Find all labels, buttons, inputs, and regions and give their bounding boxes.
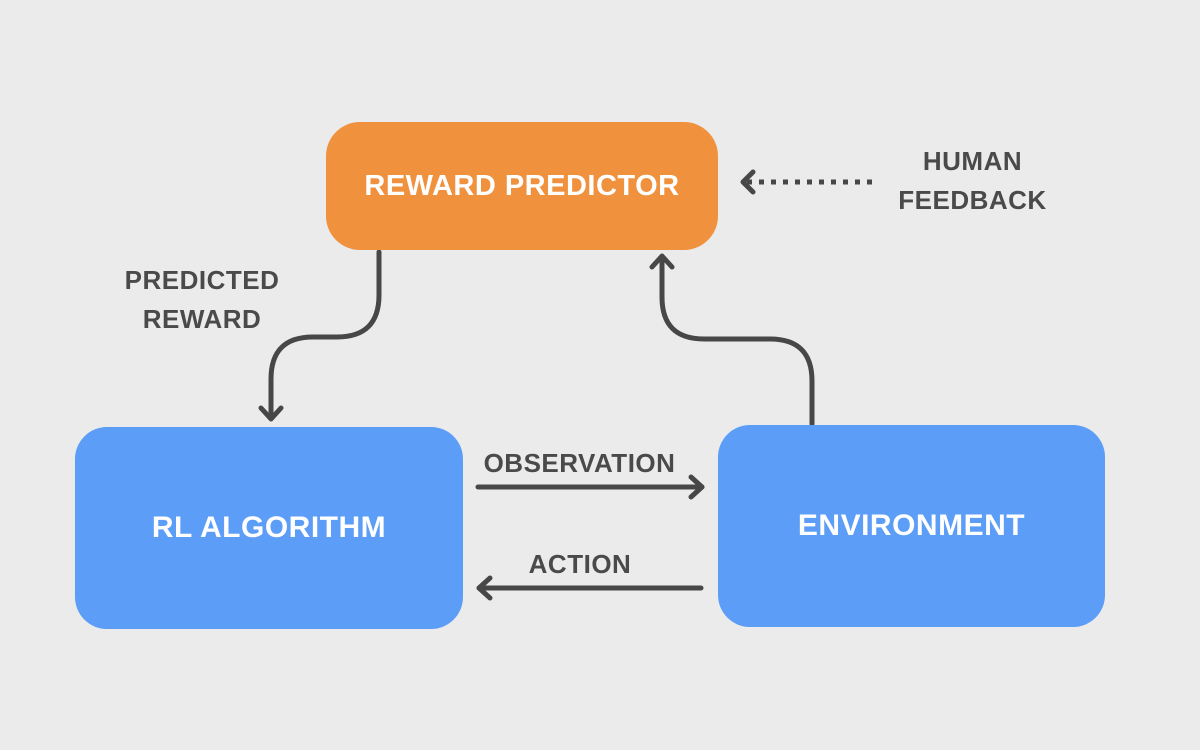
- predicted-reward-label: PREDICTED REWARD: [112, 261, 292, 339]
- action-arrow: [476, 575, 704, 601]
- observation-label: OBSERVATION: [483, 448, 676, 478]
- reward-predictor-label: REWARD PREDICTOR: [364, 169, 680, 202]
- observation-arrow: [475, 474, 705, 500]
- human-feedback-arrow: [740, 169, 872, 195]
- environment-label: ENVIRONMENT: [797, 509, 1026, 542]
- environment-to-reward-arrow: [649, 253, 815, 427]
- predicted-reward-line-1: PREDICTED: [124, 265, 280, 295]
- predicted-reward-arrow: [258, 249, 382, 422]
- rl-algorithm-node: RL ALGORITHM: [75, 427, 463, 629]
- human-feedback-line-1: HUMAN: [922, 146, 1023, 176]
- action-label: ACTION: [528, 549, 632, 579]
- reward-predictor-node: REWARD PREDICTOR: [326, 122, 718, 250]
- human-feedback-label: HUMAN FEEDBACK: [890, 142, 1055, 220]
- rl-algorithm-label: RL ALGORITHM: [151, 511, 387, 544]
- predicted-reward-line-2: REWARD: [142, 304, 262, 334]
- human-feedback-line-2: FEEDBACK: [898, 185, 1047, 215]
- environment-node: ENVIRONMENT: [718, 425, 1105, 627]
